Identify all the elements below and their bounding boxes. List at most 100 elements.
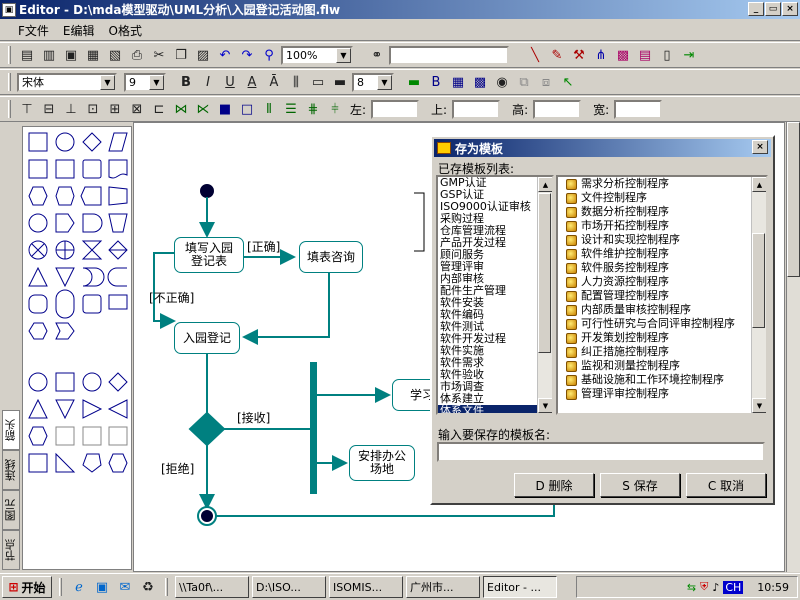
menu-edit[interactable]: E编辑 — [62, 23, 95, 38]
restore-button[interactable]: ▭ — [765, 2, 781, 16]
template-file-item[interactable]: 需求分析控制程序 — [558, 177, 766, 191]
hammer-icon[interactable]: ⚒ — [573, 47, 585, 63]
tree-layout-icon[interactable]: ⋈ — [174, 101, 188, 117]
template-category-item[interactable]: 软件安装 — [440, 296, 484, 309]
template-category-item[interactable]: 软件测试 — [440, 320, 484, 333]
template-category-item[interactable]: 市场调查 — [440, 380, 484, 393]
font-size-select[interactable]: 9▼ — [124, 72, 166, 92]
fill-color-icon[interactable]: ▭ — [311, 74, 325, 90]
volume-icon[interactable]: ♪ — [712, 580, 720, 594]
template-category-item[interactable]: 软件实施 — [440, 344, 484, 357]
scroll-thumb[interactable] — [787, 122, 800, 277]
task-editor[interactable]: Editor - ... — [483, 576, 557, 598]
line-width-select[interactable]: 8▼ — [352, 72, 394, 92]
template-file-item[interactable]: 管理评审控制程序 — [558, 387, 766, 401]
antivirus-icon[interactable]: ⛨ — [700, 580, 709, 593]
template-file-item[interactable]: 基础设施和工作环境控制程序 — [558, 373, 766, 387]
template-name-input[interactable] — [437, 442, 765, 462]
layer-front-icon[interactable]: ■ — [218, 101, 232, 117]
close-button[interactable]: × — [782, 2, 798, 16]
tab-arrow[interactable]: 箭头 — [2, 410, 20, 450]
print-preview-icon[interactable]: ▧ — [108, 47, 122, 63]
pointer-tool-icon[interactable]: ↖ — [562, 74, 574, 90]
save-template-icon[interactable]: ▩ — [616, 47, 630, 63]
task-guangzhou[interactable]: 广州市... — [406, 576, 480, 598]
node-arrange-office[interactable]: 安排办公场地 — [349, 445, 415, 481]
new-file-icon[interactable]: ▤ — [20, 47, 34, 63]
template-category-item[interactable]: GMP认证 — [440, 176, 487, 189]
space-h-icon[interactable]: ⋕ — [307, 101, 319, 117]
tab-primitive[interactable]: 图元 — [2, 490, 20, 530]
same-size-icon[interactable]: ⊠ — [131, 101, 143, 117]
template-file-item[interactable]: 开发策划控制程序 — [558, 331, 766, 345]
top-input[interactable] — [452, 99, 501, 119]
open-file-icon[interactable]: ▥ — [42, 47, 56, 63]
line-color-icon[interactable]: ▬ — [333, 74, 347, 90]
network-icon[interactable]: ⇆ — [686, 580, 697, 594]
print-icon[interactable]: ⎙ — [131, 47, 143, 63]
template-category-item[interactable]: 软件验收 — [440, 368, 484, 381]
outlook-icon[interactable]: ✉ — [119, 579, 131, 595]
space-v-icon[interactable]: ⫩ — [331, 101, 339, 117]
save-all-icon[interactable]: ▦ — [86, 47, 100, 63]
tree-layout2-icon[interactable]: ⋉ — [196, 101, 210, 117]
template-file-item[interactable]: 人力资源控制程序 — [558, 275, 766, 289]
app-icon[interactable]: ▣ — [2, 2, 16, 17]
view-icon[interactable]: ◉ — [496, 74, 508, 90]
cut-icon[interactable]: ✂ — [153, 47, 165, 63]
template-file-item[interactable]: 软件维护控制程序 — [558, 247, 766, 261]
distribute-h-icon[interactable]: ⫴ — [266, 101, 272, 117]
template-category-item[interactable]: ISO9000认证审核 — [440, 200, 531, 213]
template-category-item[interactable]: 顾问服务 — [440, 248, 484, 261]
template-file-item[interactable]: 配置管理控制程序 — [558, 289, 766, 303]
template-category-item[interactable]: 采购过程 — [440, 212, 484, 225]
pattern-icon[interactable]: ▩ — [473, 74, 487, 90]
template-file-list[interactable]: 需求分析控制程序文件控制程序数据分析控制程序市场开拓控制程序设计和实现控制程序软… — [556, 175, 768, 415]
underline-icon[interactable]: U — [225, 74, 235, 90]
tab-node[interactable]: 节点 — [2, 530, 20, 570]
template-category-item[interactable]: 软件需求 — [440, 356, 484, 369]
task-isomis[interactable]: ISOMIS... — [329, 576, 403, 598]
save-icon[interactable]: ▣ — [64, 47, 78, 63]
bring-front-icon[interactable]: ⊏ — [153, 101, 165, 117]
copy-icon[interactable]: ❐ — [175, 47, 187, 63]
menu-file[interactable]: F文件 — [18, 23, 49, 38]
cancel-button[interactable]: C 取消 — [686, 473, 766, 497]
template-file-item[interactable]: 软件服务控制程序 — [558, 261, 766, 275]
zoom-icon[interactable]: ⚲ — [264, 47, 274, 63]
menu-format[interactable]: O格式 — [108, 23, 142, 38]
distribute-v-icon[interactable]: ☰ — [285, 101, 297, 117]
find-input[interactable] — [389, 45, 509, 65]
ime-indicator[interactable]: CH — [723, 580, 744, 594]
pencil-icon[interactable]: ✎ — [551, 47, 563, 63]
start-button[interactable]: ⊞开始 — [2, 576, 52, 598]
template-file-item[interactable]: 可行性研究与合同评审控制程序 — [558, 317, 766, 331]
template-file-item[interactable]: 文件控制程序 — [558, 191, 766, 205]
tab-connector[interactable]: 连线 — [2, 450, 20, 490]
paste-icon[interactable]: ▨ — [196, 47, 210, 63]
bold-icon[interactable]: B — [181, 74, 191, 90]
template-file-item[interactable]: 纠正措施控制程序 — [558, 345, 766, 359]
template-category-item[interactable]: 内部审核 — [440, 272, 484, 285]
ie-icon[interactable]: ℯ — [75, 579, 83, 595]
ungroup-icon[interactable]: ⧈ — [541, 74, 551, 90]
align-icon[interactable]: ⫼ — [293, 74, 299, 90]
document-icon[interactable]: ▯ — [663, 47, 671, 63]
same-width-icon[interactable]: ⊡ — [87, 101, 99, 117]
height-input[interactable] — [533, 99, 582, 119]
align-bottom-icon[interactable]: ⊥ — [65, 101, 77, 117]
align-middle-icon[interactable]: ⊟ — [43, 101, 55, 117]
template-category-item[interactable]: 软件编码 — [440, 308, 484, 321]
template-category-item[interactable]: 管理评审 — [440, 260, 484, 273]
recycle-icon[interactable]: ♻ — [142, 579, 154, 595]
text-style-icon[interactable]: Ā — [269, 74, 279, 90]
line-tool-icon[interactable]: ╲ — [531, 47, 539, 63]
node-register[interactable]: 入园登记 — [174, 322, 240, 354]
task-folder-iso[interactable]: D:\ISO... — [252, 576, 326, 598]
group-icon[interactable]: ⧉ — [519, 74, 529, 90]
canvas-vertical-scrollbar[interactable] — [786, 122, 800, 572]
border-icon[interactable]: B — [431, 74, 441, 90]
node-fill-consult[interactable]: 填表咨询 — [299, 241, 363, 273]
delete-button[interactable]: D 删除 — [514, 473, 594, 497]
